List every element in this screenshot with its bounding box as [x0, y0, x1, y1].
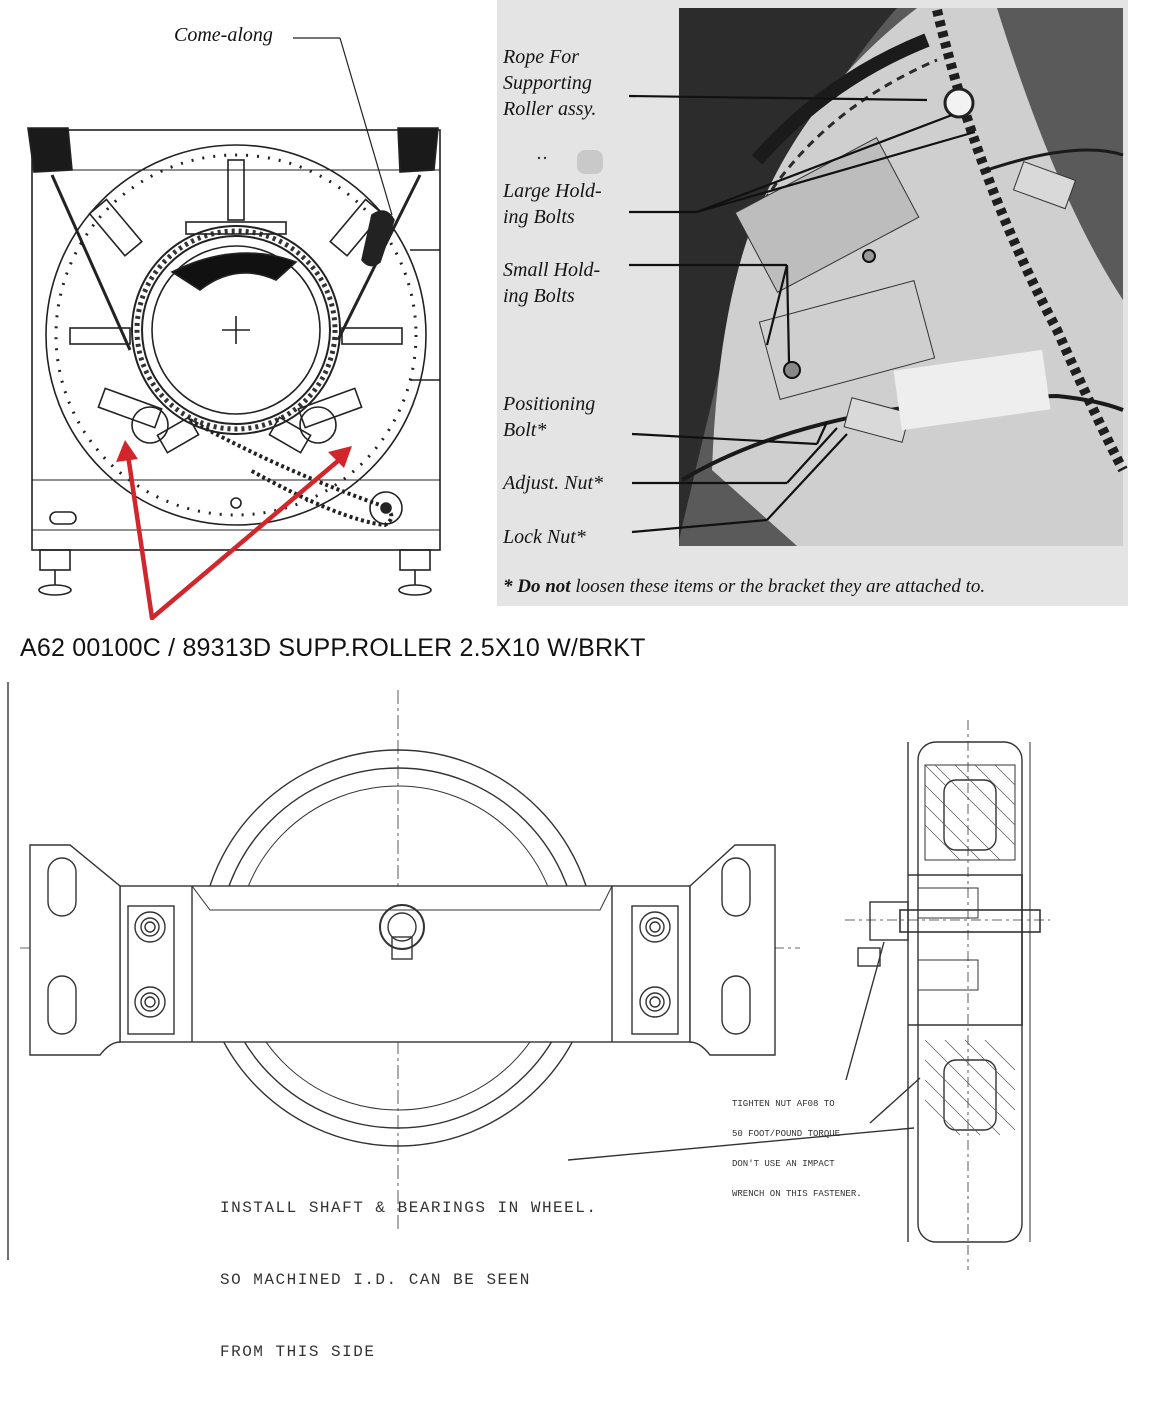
roller-assembly-drawing: A62 00100C / 89313D SUPP.ROLLER 2.5X10 W… [0, 630, 1160, 1361]
install-note: INSTALL SHAFT & BEARINGS IN WHEEL. SO MA… [220, 1199, 598, 1361]
come-along-label: Come-along [174, 24, 273, 46]
callout-lock-nut: Lock Nut* [503, 526, 586, 548]
footnote-prefix: * Do not [503, 576, 571, 597]
front-view-diagram: Come-along [0, 0, 490, 620]
roller-drawing-views [7, 682, 1050, 1270]
front-view-drawing [27, 37, 441, 620]
red-arrowheads [116, 440, 352, 468]
footnote-text: loosen these items or the bracket they a… [575, 576, 986, 597]
part-title: A62 00100C / 89313D SUPP.ROLLER 2.5X10 W… [20, 634, 646, 662]
callout-rope-for-supporting-roller: Rope For Supporting Roller assy. [503, 46, 597, 120]
torque-note: TIGHTEN NUT AF08 TO 50 FOOT/POUND TORQUE… [732, 1099, 862, 1199]
red-arrow-lines [125, 452, 348, 620]
callout-small-holding-bolts: Small Hold- ing Bolts [503, 259, 601, 307]
roller-photo [537, 8, 1128, 546]
callout-large-holding-bolts: Large Hold- ing Bolts [503, 180, 602, 228]
callout-positioning-bolt: Positioning Bolt* [503, 393, 596, 441]
photo-footnote: * Do not loosen these items or the brack… [503, 576, 985, 598]
installation-photo-panel: Rope For Supporting Roller assy. Large H… [497, 0, 1128, 606]
callout-adjust-nut: Adjust. Nut* [503, 472, 604, 494]
